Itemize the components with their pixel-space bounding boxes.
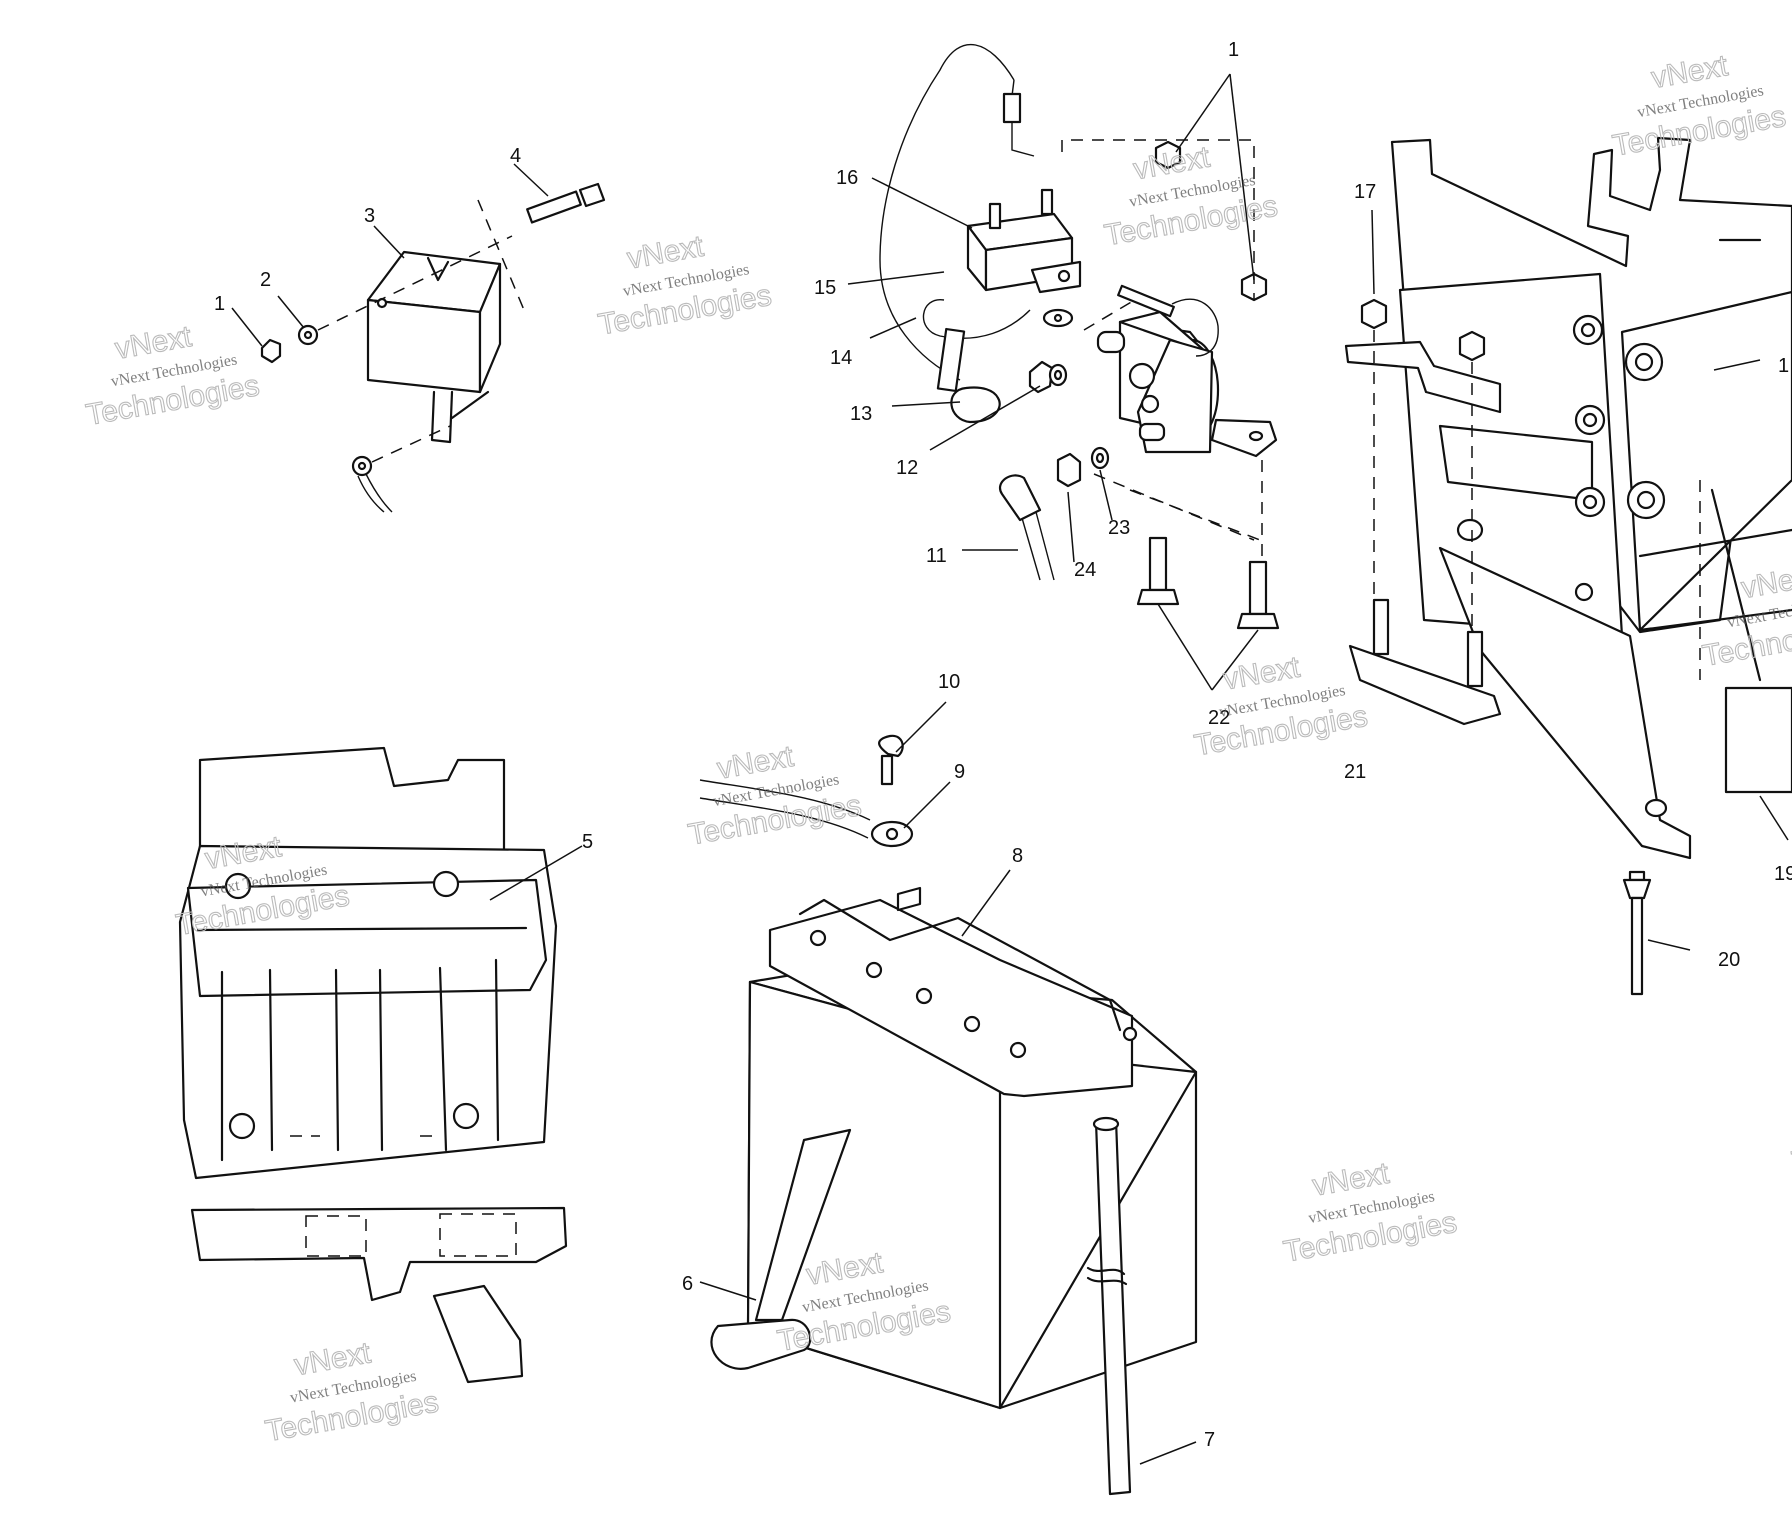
callout-20: 20	[1718, 949, 1740, 971]
callout-22: 22	[1208, 707, 1230, 729]
svg-text:vNext: vNext	[1131, 140, 1213, 186]
svg-text:vNext: vNext	[1221, 651, 1303, 697]
callout-18: 1	[1778, 355, 1789, 377]
watermark-12: vNext vNext Technologies Technologies	[1789, 1116, 1792, 1180]
svg-text:vNext: vNext	[1310, 1157, 1392, 1203]
svg-text:vNext: vNext	[1649, 49, 1731, 95]
callout-5: 5	[582, 831, 593, 853]
callout-2: 2	[260, 269, 271, 291]
callout-6: 6	[682, 1273, 693, 1295]
callout-21: 21	[1344, 761, 1366, 783]
callout-9: 9	[954, 761, 965, 783]
watermark-9: vNext vNext Technologies Technologies	[262, 1336, 441, 1449]
svg-text:vNext: vNext	[113, 320, 195, 366]
callout-16: 16	[836, 167, 858, 189]
callout-24: 24	[1074, 559, 1096, 581]
callout-13: 13	[850, 403, 872, 425]
battery	[699, 701, 1198, 1496]
callout-17: 17	[1354, 181, 1376, 203]
callout-14: 14	[830, 347, 852, 369]
svg-text:vNext: vNext	[715, 740, 797, 786]
mounting-bracket	[1344, 136, 1792, 996]
svg-text:vNext: vNext	[292, 1336, 374, 1382]
callout-19: 19	[1774, 863, 1792, 885]
callout-labels: 1 2 3 4 1 16 15 14 13 12 11 24 23 17 22 …	[214, 39, 1792, 1451]
watermark-1: vNext vNext Technologies Technologies	[83, 319, 262, 432]
callout-10: 10	[938, 671, 960, 693]
watermark-7: vNext vNext Technologies Technologies	[1191, 650, 1370, 763]
callout-8: 8	[1012, 845, 1023, 867]
callout-1a: 1	[214, 293, 225, 315]
watermark-4: vNext vNext Technologies Technologies	[1610, 49, 1789, 164]
watermark-2: vNext vNext Technologies Technologies	[595, 229, 774, 342]
watermark-6: vNext vNext Technologies Technologies	[685, 739, 864, 852]
callout-11: 11	[926, 545, 947, 567]
callout-23: 23	[1108, 517, 1130, 539]
watermark-11: vNext vNext Technologies Technologies	[1281, 1156, 1460, 1269]
callout-1b: 1	[1228, 39, 1239, 61]
callout-4: 4	[510, 145, 521, 167]
callout-3: 3	[364, 205, 375, 227]
callout-7: 7	[1204, 1429, 1215, 1451]
svg-text:Technologies: Technologies	[1789, 1116, 1792, 1179]
callout-15: 15	[814, 277, 836, 299]
watermark-3: vNext vNext Technologies Technologies	[1101, 140, 1280, 253]
battery-holder	[178, 746, 583, 1384]
callout-12: 12	[896, 457, 918, 479]
svg-text:vNext: vNext	[625, 230, 707, 276]
svg-text:vNext: vNext	[1739, 559, 1792, 605]
module-assembly	[231, 163, 606, 513]
solenoid-assembly	[847, 43, 1280, 691]
